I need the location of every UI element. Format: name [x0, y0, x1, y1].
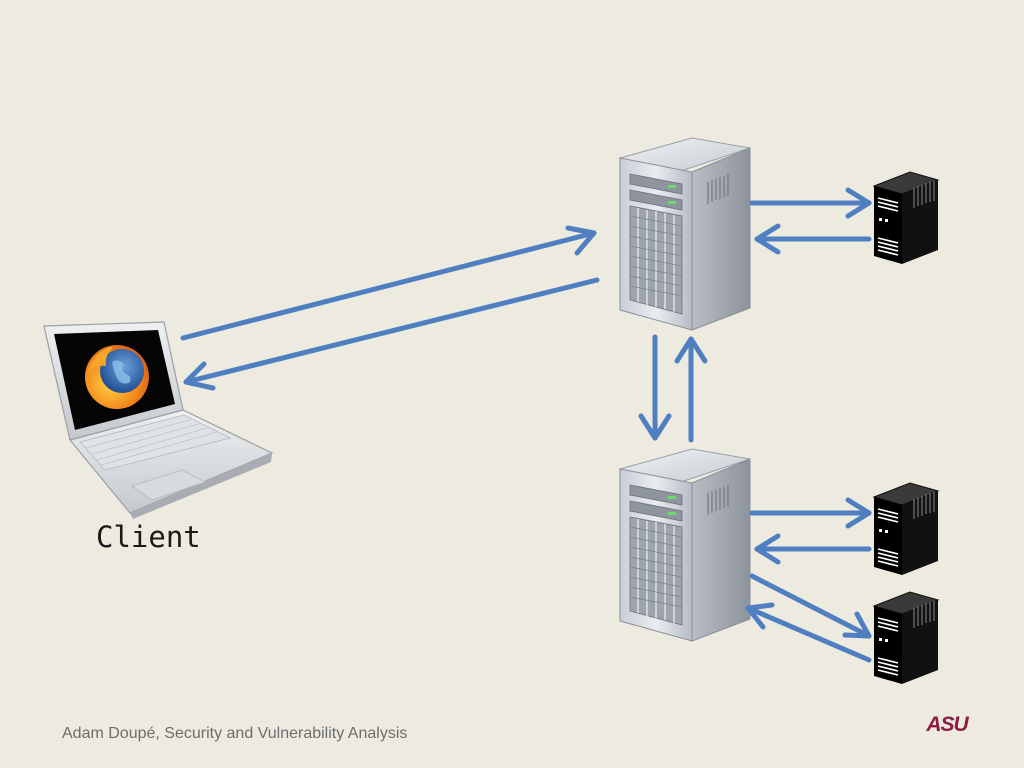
arrow-app-server-to-backend-3: [749, 573, 872, 639]
arrow-app-server-to-web-server-head: [674, 336, 708, 364]
arrow-web-server-to-app-server-head: [638, 413, 672, 441]
backend-server-2-icon: [873, 482, 939, 576]
arrow-backend-2-to-app-server-head: [754, 533, 781, 565]
asu-logo: ASU: [925, 713, 970, 734]
connection-arrows: [180, 187, 872, 663]
footer-text: Adam Doupé, Security and Vulnerability A…: [62, 725, 408, 742]
arrow-client-to-web-server: [180, 230, 597, 341]
backend-server-3-icon: [873, 591, 939, 685]
arrow-backend-1-to-web-server-head: [754, 223, 781, 255]
client-label: Client: [96, 520, 201, 554]
firefox-logo-icon: [85, 345, 149, 409]
arrow-web-server-to-client-head: [183, 361, 216, 391]
arrow-backend-3-to-app-server-head: [745, 602, 775, 630]
backend-server-1-icon: [873, 171, 939, 265]
arrow-app-server-to-backend-2-head: [845, 497, 872, 529]
arrow-web-server-to-client: [183, 277, 600, 385]
arrow-app-server-to-backend-3-head: [842, 611, 872, 639]
arrow-client-to-web-server-head: [565, 225, 597, 256]
client-laptop-icon: [43, 321, 274, 519]
arrow-backend-3-to-app-server: [745, 605, 872, 663]
svg-text:ASU: ASU: [925, 713, 969, 734]
web-server-icon: [619, 137, 751, 331]
app-server-icon: [619, 448, 751, 642]
arrow-web-server-to-backend-1-head: [845, 187, 872, 219]
